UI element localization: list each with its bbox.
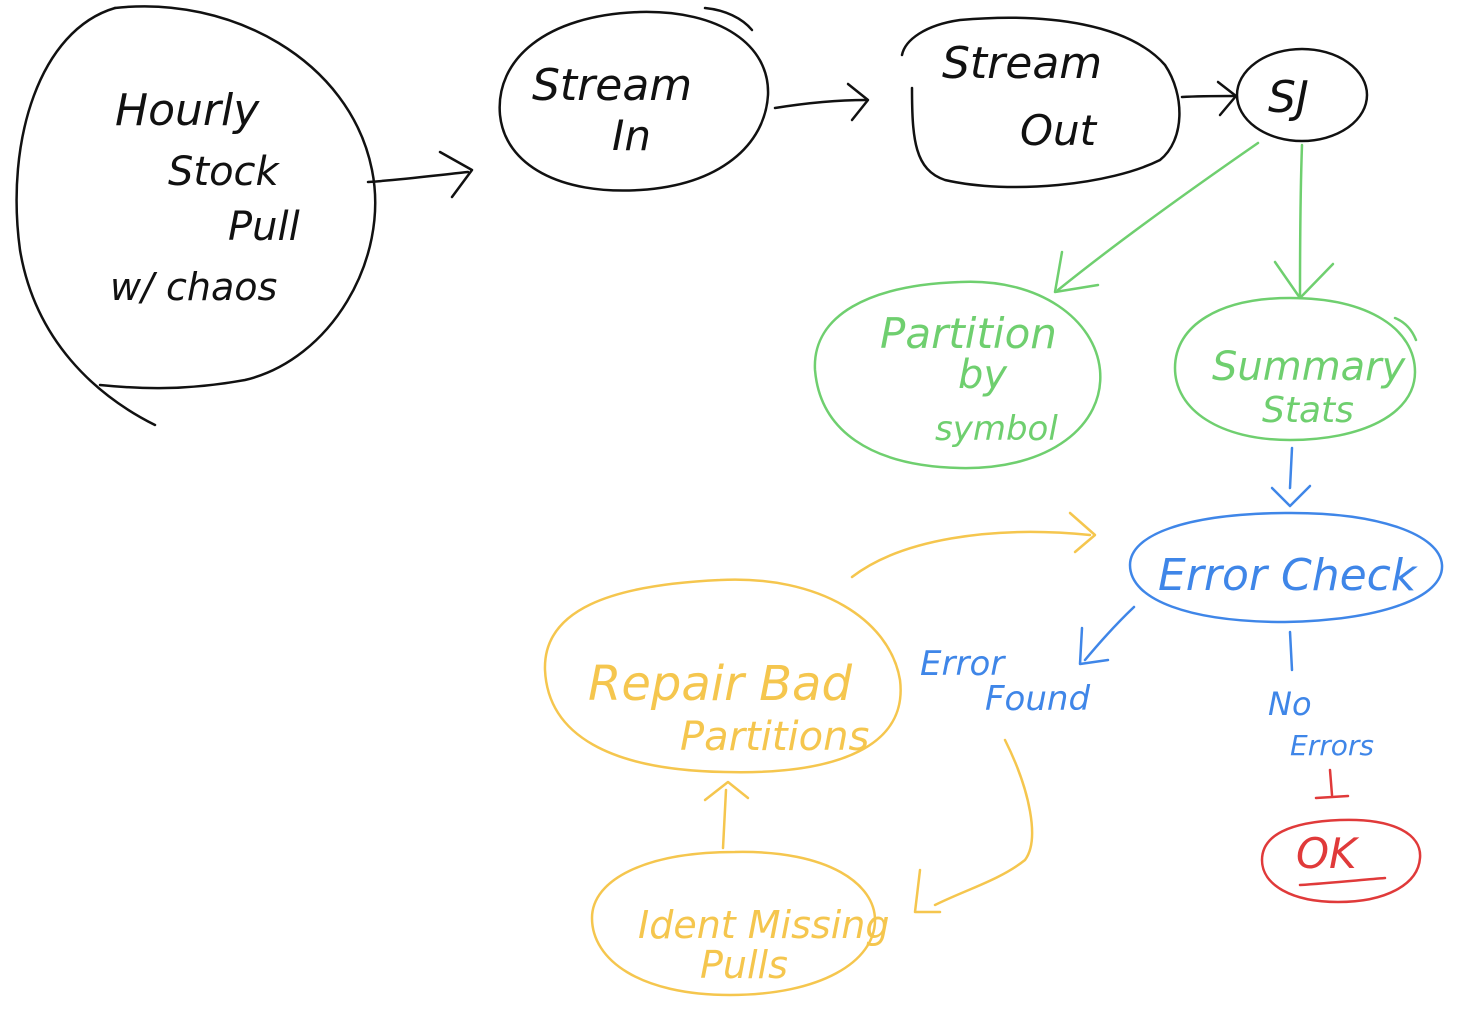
arrow-sj-to-partition [1053,141,1260,294]
arrow-ident-to-repair [703,780,750,850]
node-ok-label: OK [1296,829,1360,878]
arrow-error-check-to-no-errors [1288,630,1294,672]
node-stream-out-label-1: Stream [942,38,1102,89]
node-sj: SJ [1235,47,1369,143]
node-error-check-label: Error Check [1158,550,1418,601]
edge-label-error-found: Error Found [920,644,1090,719]
edge-label-error-found-1: Error [920,644,1006,684]
node-summary-outline [1173,296,1417,442]
arrow-stream-in-to-stream-out [773,82,870,122]
node-stream-out-label-2: Out [1020,106,1098,155]
node-error-check-outline [1128,511,1444,624]
node-partition-outline [813,280,1102,470]
node-stream-in-label-2: In [612,111,651,160]
arrow-error-check-to-error-found [1078,605,1136,666]
edge-label-error-found-2: Found [985,679,1090,719]
node-summary-label-1: Summary [1212,344,1407,390]
node-stream-out: Stream Out [900,16,1181,189]
node-stream-in-tail [703,6,754,32]
node-repair-outline [543,578,902,774]
node-ok-underline [1298,876,1387,887]
node-summary-tail [1393,316,1418,342]
arrow-summary-to-error-check [1270,446,1312,508]
node-ok: OK [1260,818,1422,904]
node-stream-out-outline [900,16,1181,189]
edge-label-no-errors-2: Errors [1290,729,1374,762]
node-repair-label-2: Partitions [680,714,869,760]
node-ident-label-1: Ident Missing [638,903,889,947]
node-summary-stats: Summary Stats [1173,296,1418,442]
arrow-no-errors-to-ok [1314,768,1350,800]
node-hourly-stock-pull: Hourly Stock Pull w/ chaos [15,5,377,427]
node-sj-outline [1235,47,1369,143]
node-stream-in-label-1: Stream [532,60,692,111]
node-summary-label-2: Stats [1262,390,1354,431]
node-hourly-outline-left [15,6,157,427]
arrow-repair-to-error-check [850,511,1097,579]
node-partition-label-3: symbol [935,409,1058,449]
edge-label-no-errors: No Errors [1268,685,1374,762]
node-stream-in-outline [498,10,770,192]
edge-label-no-errors-1: No [1268,685,1312,723]
node-repair-bad-partitions: Repair Bad Partitions [543,578,902,774]
node-stream-in: Stream In [498,6,770,192]
arrow-sj-to-summary [1273,143,1335,300]
node-sj-label: SJ [1268,72,1309,123]
arrow-stream-out-to-sj [1180,80,1238,117]
node-partition-label-1: Partition [880,309,1057,358]
node-ident-outline [590,850,877,997]
node-hourly-label-4: w/ chaos [110,265,277,309]
node-hourly-outline-right [98,5,377,390]
node-partition-label-2: by [958,352,1008,398]
node-error-check: Error Check [1128,511,1444,624]
node-partition-by-symbol: Partition by symbol [813,280,1102,470]
node-hourly-label-3: Pull [228,204,300,250]
node-hourly-label-1: Hourly [115,85,260,136]
node-ident-missing-pulls: Ident Missing Pulls [590,850,889,997]
arrow-error-found-to-ident [913,738,1034,914]
node-ident-label-2: Pulls [700,943,788,987]
arrow-hourly-to-stream-in [366,150,474,199]
node-ok-outline [1260,818,1422,904]
node-hourly-label-2: Stock [168,149,281,195]
node-repair-label-1: Repair Bad [588,656,852,712]
